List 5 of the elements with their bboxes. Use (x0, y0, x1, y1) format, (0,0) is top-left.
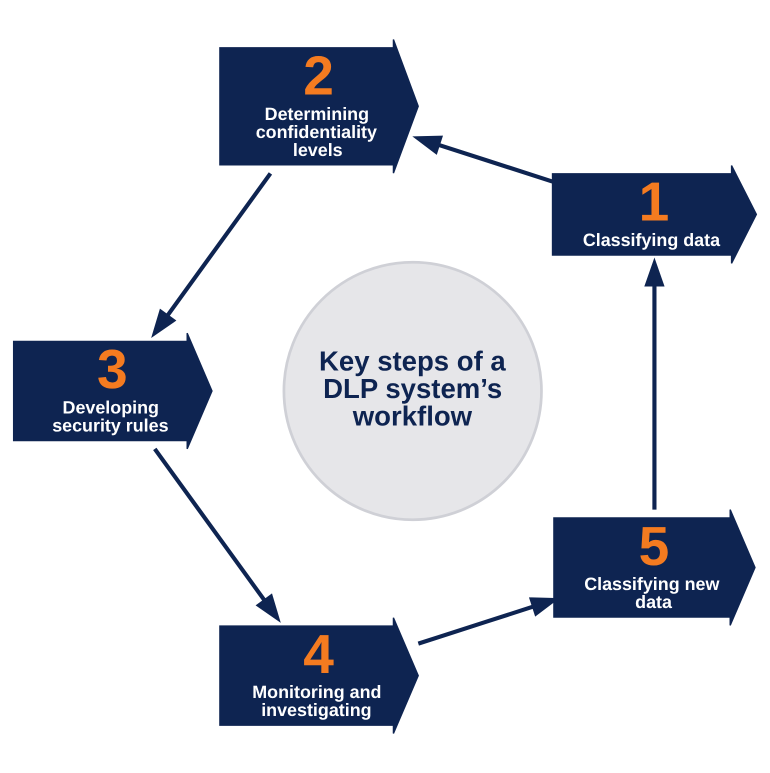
node-circle: Key steps of a DLP system’s workflow (282, 260, 543, 522)
arrow (153, 448, 281, 623)
arrow (151, 172, 272, 338)
arrow (644, 258, 665, 510)
arrow (412, 136, 554, 184)
